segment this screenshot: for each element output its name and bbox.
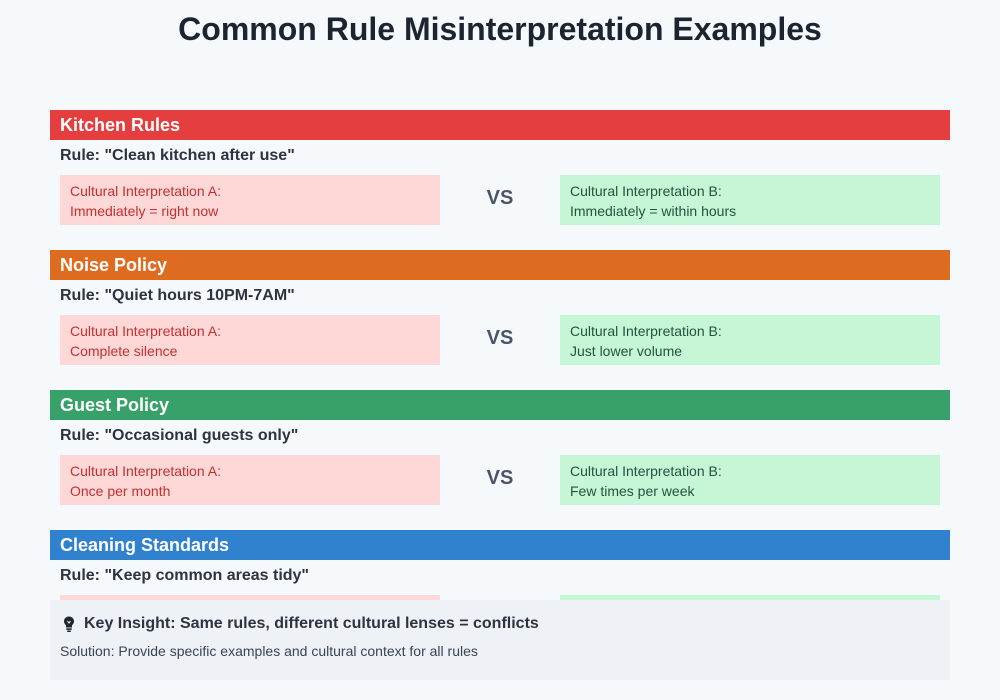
rule-text: Rule: "Clean kitchen after use": [60, 147, 295, 164]
interpretation-a-text: Once per month: [70, 483, 171, 499]
interpretation-b-box: Cultural Interpretation B: Immediately =…: [560, 175, 940, 225]
section-header: Guest Policy: [50, 390, 950, 420]
key-insight-solution: Solution: Provide specific examples and …: [60, 643, 478, 659]
interpretation-b-box: Cultural Interpretation B: Just lower vo…: [560, 315, 940, 365]
interpretation-b-label: Cultural Interpretation B:: [570, 323, 722, 339]
interpretation-b-label: Cultural Interpretation B:: [570, 463, 722, 479]
interpretation-a-text: Immediately = right now: [70, 203, 219, 219]
rule-text: Rule: "Keep common areas tidy": [60, 567, 310, 584]
interpretation-a-box: Cultural Interpretation A: Immediately =…: [60, 175, 440, 225]
page-title: Common Rule Misinterpretation Examples: [178, 11, 822, 47]
vs-label: VS: [486, 467, 514, 489]
interpretation-a-box: Cultural Interpretation A: Complete sile…: [60, 315, 440, 365]
key-insight-heading-row: Key Insight: Same rules, different cultu…: [60, 614, 940, 634]
section-header: Cleaning Standards: [50, 530, 950, 560]
key-insight-panel: Key Insight: Same rules, different cultu…: [50, 600, 950, 680]
section-kitchen-rules: Kitchen Rules Rule: "Clean kitchen after…: [50, 110, 950, 230]
interpretation-a-box: Cultural Interpretation A: Once per mont…: [60, 455, 440, 505]
rule-text: Rule: "Quiet hours 10PM-7AM": [60, 287, 295, 304]
vs-label: VS: [486, 327, 514, 349]
interpretation-b-text: Just lower volume: [570, 343, 683, 359]
lightbulb-icon: [60, 615, 78, 633]
section-header: Kitchen Rules: [50, 110, 950, 140]
section-cleaning-standards: Cleaning Standards Rule: "Keep common ar…: [50, 530, 950, 645]
rule-text: Rule: "Occasional guests only": [60, 427, 299, 444]
interpretation-b-label: Cultural Interpretation B:: [570, 183, 722, 199]
interpretation-a-text: Complete silence: [70, 343, 178, 359]
section-noise-policy: Noise Policy Rule: "Quiet hours 10PM-7AM…: [50, 250, 950, 370]
interpretation-b-box: Cultural Interpretation B: Few times per…: [560, 455, 940, 505]
key-insight-heading: Key Insight: Same rules, different cultu…: [84, 615, 539, 632]
section-header: Noise Policy: [50, 250, 950, 280]
interpretation-a-label: Cultural Interpretation A:: [70, 463, 221, 479]
section-guest-policy: Guest Policy Rule: "Occasional guests on…: [50, 390, 950, 510]
interpretation-a-label: Cultural Interpretation A:: [70, 323, 221, 339]
interpretation-b-text: Few times per week: [570, 483, 695, 499]
interpretation-b-text: Immediately = within hours: [570, 203, 737, 219]
interpretation-a-label: Cultural Interpretation A:: [70, 183, 221, 199]
vs-label: VS: [486, 187, 514, 209]
